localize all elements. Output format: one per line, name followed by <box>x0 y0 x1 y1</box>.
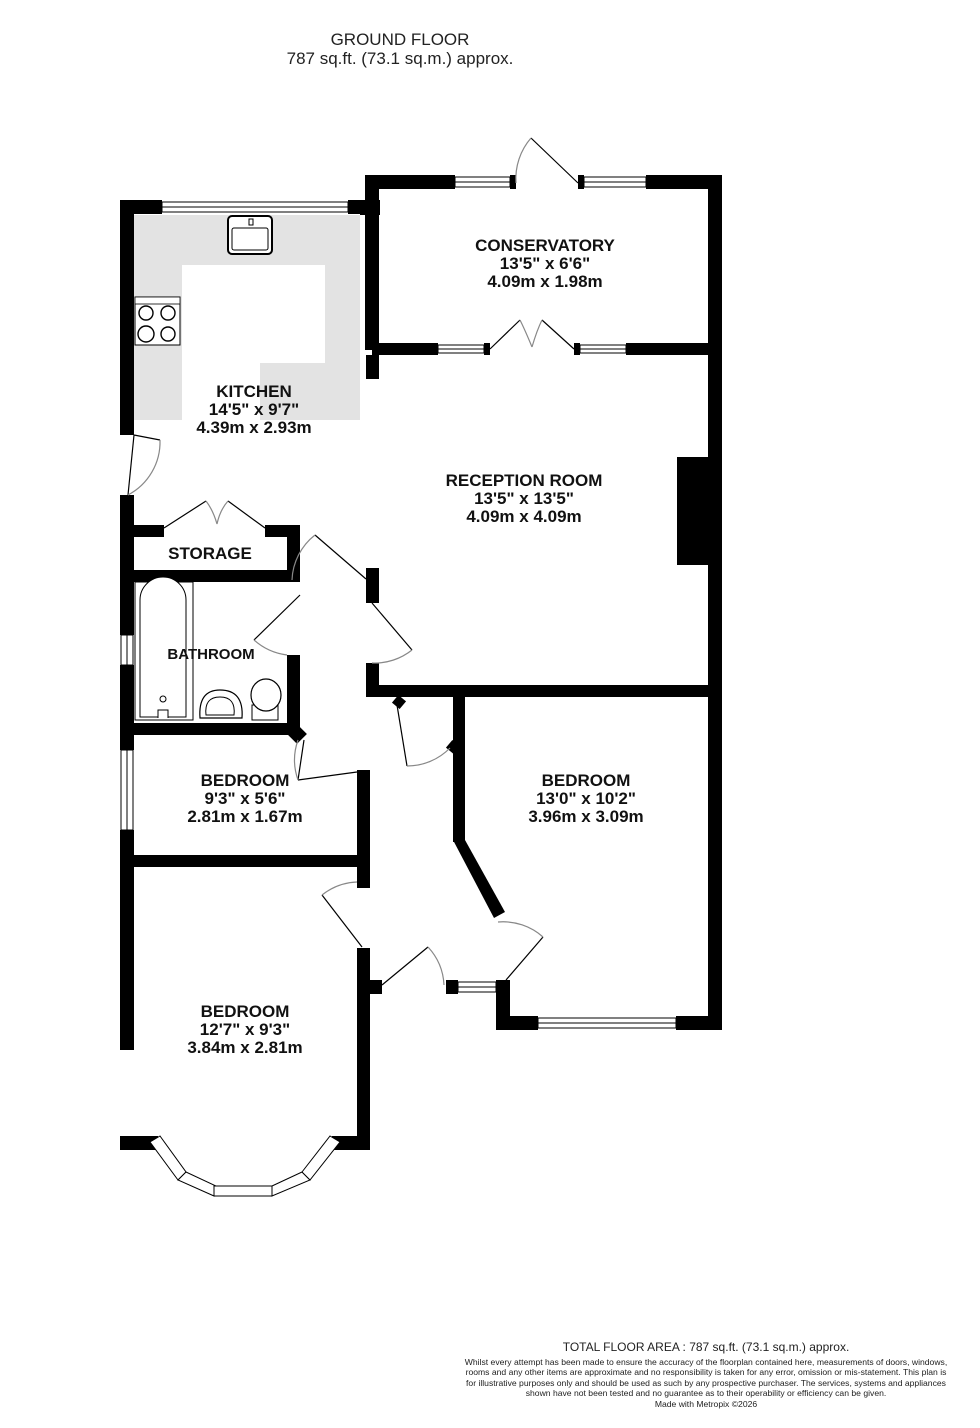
bay-window-icon <box>149 1135 187 1181</box>
door-swing-icon <box>253 594 301 656</box>
floor-header: GROUND FLOOR 787 sq.ft. (73.1 sq.m.) app… <box>0 30 800 68</box>
door-swing-icon <box>497 921 544 981</box>
room-size-imperial: 13'5" x 6'6" <box>499 254 591 273</box>
door-swing-icon <box>396 704 451 767</box>
room-name: BATHROOM <box>167 646 255 663</box>
room-name: BEDROOM <box>200 771 290 790</box>
hob-icon <box>134 296 181 346</box>
made-with-credit: Made with Metropix ©2026 <box>654 1398 758 1409</box>
floor-title: GROUND FLOOR <box>330 30 470 49</box>
door-swing-icon <box>515 137 579 184</box>
bath-icon <box>134 576 194 721</box>
room-name: BEDROOM <box>541 771 631 790</box>
room-name: CONSERVATORY <box>475 236 615 255</box>
kitchen-worktop <box>134 215 360 420</box>
sink-icon <box>227 215 273 255</box>
door-swing-icon <box>381 946 445 986</box>
room-label-storage: STORAGE <box>168 545 252 563</box>
room-size-metric: 2.81m x 1.67m <box>187 807 303 826</box>
room-label-bedroom-bay: BEDROOM 12'7" x 9'3" 3.84m x 2.81m <box>187 1003 302 1057</box>
door-swing-icon <box>127 434 161 496</box>
floorplan-footer: TOTAL FLOOR AREA : 787 sq.ft. (73.1 sq.m… <box>462 1340 950 1409</box>
basin-icon <box>199 689 243 719</box>
room-name: STORAGE <box>168 544 252 563</box>
total-floor-area: TOTAL FLOOR AREA : 787 sq.ft. (73.1 sq.m… <box>562 1340 850 1354</box>
room-label-bathroom: BATHROOM <box>167 646 254 664</box>
room-size-imperial: 9'3" x 5'6" <box>204 789 286 808</box>
windows <box>120 176 677 1197</box>
room-name: KITCHEN <box>216 382 292 401</box>
room-size-metric: 3.96m x 3.09m <box>528 807 644 826</box>
room-size-metric: 4.09m x 4.09m <box>466 507 582 526</box>
room-size-imperial: 12'7" x 9'3" <box>199 1020 291 1039</box>
room-size-imperial: 13'0" x 10'2" <box>536 789 636 808</box>
fixtures <box>134 215 282 721</box>
door-swing-icon <box>163 500 266 529</box>
room-size-metric: 3.84m x 2.81m <box>187 1038 303 1057</box>
doors <box>127 137 579 986</box>
room-label-bedroom-small: BEDROOM 9'3" x 5'6" 2.81m x 1.67m <box>187 772 302 826</box>
disclaimer-text: Whilst every attempt has been made to en… <box>464 1357 948 1399</box>
door-swing-icon <box>294 739 358 781</box>
room-size-metric: 4.39m x 2.93m <box>196 418 312 437</box>
chimney-breast-icon <box>677 457 709 565</box>
door-swing-icon <box>321 881 363 948</box>
room-name: RECEPTION ROOM <box>445 471 603 490</box>
toilet-icon <box>250 678 282 721</box>
room-label-conservatory: CONSERVATORY 13'5" x 6'6" 4.09m x 1.98m <box>475 237 615 291</box>
room-label-kitchen: KITCHEN 14'5" x 9'7" 4.39m x 2.93m <box>196 383 311 437</box>
floor-area: 787 sq.ft. (73.1 sq.m.) approx. <box>286 49 514 68</box>
room-size-imperial: 14'5" x 9'7" <box>208 400 300 419</box>
room-label-bedroom-right: BEDROOM 13'0" x 10'2" 3.96m x 3.09m <box>528 772 643 826</box>
room-size-metric: 4.09m x 1.98m <box>487 272 603 291</box>
room-label-reception: RECEPTION ROOM 13'5" x 13'5" 4.09m x 4.0… <box>446 472 603 526</box>
room-size-imperial: 13'5" x 13'5" <box>474 489 574 508</box>
room-name: BEDROOM <box>200 1002 290 1021</box>
door-swing-icon <box>489 319 575 350</box>
walls <box>120 175 722 1150</box>
door-swing-icon <box>291 534 413 664</box>
